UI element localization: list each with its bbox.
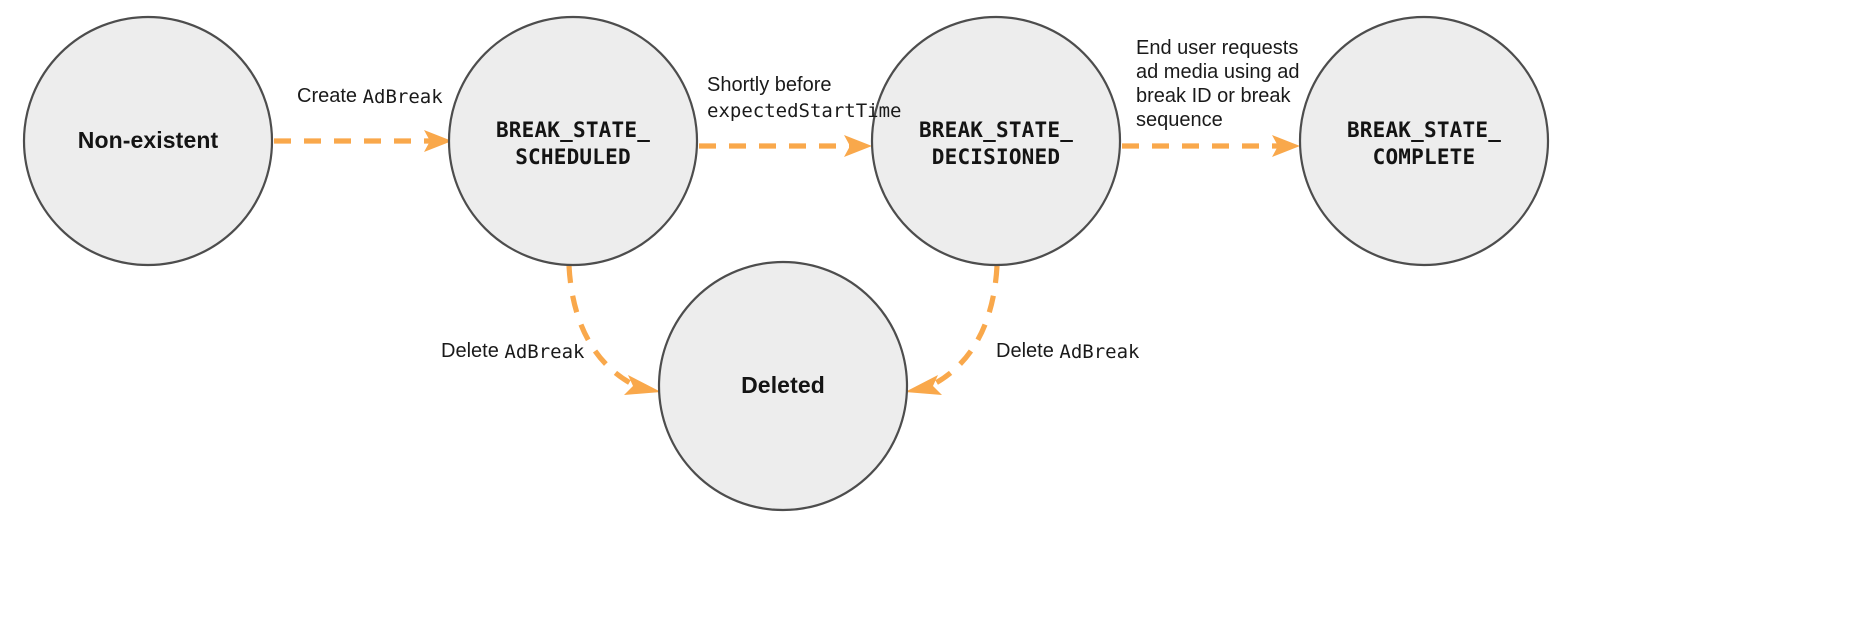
edge-label-create-adbreak-object: AdBreak bbox=[363, 86, 444, 108]
edge-label-delete-from-scheduled-verb: Delete bbox=[441, 340, 504, 362]
node-deleted-label: Deleted bbox=[741, 372, 825, 398]
edge-delete-from-decisioned bbox=[905, 265, 1000, 395]
node-break-state-complete-label-line2: COMPLETE bbox=[1373, 145, 1476, 169]
svg-text:ad media using ad: ad media using ad bbox=[1136, 61, 1299, 83]
node-break-state-scheduled-label-line1: BREAK_STATE_ bbox=[496, 118, 650, 142]
node-non-existent-shape[interactable] bbox=[22, 15, 274, 267]
svg-text:End user requests: End user requests bbox=[1136, 37, 1298, 59]
edge-shortly-before-arrowhead bbox=[844, 135, 872, 157]
edge-delete-from-decisioned-arrowhead bbox=[905, 375, 942, 395]
edge-label-delete-from-decisioned: Delete AdBreak bbox=[996, 340, 1140, 362]
edge-create-adbreak bbox=[274, 130, 452, 152]
node-break-state-scheduled[interactable]: BREAK_STATE_ SCHEDULED bbox=[447, 15, 699, 267]
node-break-state-scheduled-label-line2: SCHEDULED bbox=[515, 145, 631, 169]
node-break-state-complete-label-line1: BREAK_STATE_ bbox=[1347, 118, 1501, 142]
edge-label-create-adbreak: Create AdBreak bbox=[297, 85, 443, 107]
svg-text:break ID or break: break ID or break bbox=[1136, 85, 1292, 107]
edge-label-end-user-requests: End user requests ad media using ad brea… bbox=[1136, 37, 1299, 131]
node-break-state-decisioned-label-line1: BREAK_STATE_ bbox=[919, 118, 1073, 142]
edge-create-adbreak-arrowhead bbox=[424, 130, 452, 152]
edge-label-end-user-requests-line2: ad media using ad bbox=[1136, 61, 1299, 83]
svg-text:sequence: sequence bbox=[1136, 109, 1223, 131]
edge-label-delete-from-decisioned-verb: Delete bbox=[996, 340, 1059, 362]
edge-end-user-requests bbox=[1122, 135, 1300, 157]
node-non-existent[interactable]: Non-existent bbox=[22, 15, 274, 267]
edge-delete-from-scheduled bbox=[566, 265, 661, 395]
node-break-state-decisioned-shape[interactable] bbox=[870, 15, 1122, 267]
node-break-state-complete-shape[interactable] bbox=[1298, 15, 1550, 267]
edge-label-delete-from-decisioned-object: AdBreak bbox=[1059, 341, 1140, 363]
node-deleted[interactable]: Deleted bbox=[657, 260, 909, 512]
edge-label-end-user-requests-line1: End user requests bbox=[1136, 37, 1298, 59]
node-break-state-complete[interactable]: BREAK_STATE_ COMPLETE bbox=[1298, 15, 1550, 267]
svg-text:Delete AdBreak: Delete AdBreak bbox=[996, 340, 1140, 362]
node-deleted-shape[interactable] bbox=[657, 260, 909, 512]
edge-label-shortly-before: Shortly before expectedStartTime bbox=[707, 74, 901, 121]
edge-end-user-requests-arrowhead bbox=[1272, 135, 1300, 157]
svg-text:expectedStartTime: expectedStartTime bbox=[707, 100, 901, 122]
edge-label-end-user-requests-line3: break ID or break bbox=[1136, 85, 1292, 107]
node-break-state-scheduled-shape[interactable] bbox=[447, 15, 699, 267]
edge-delete-from-scheduled-line bbox=[566, 265, 634, 387]
edge-delete-from-scheduled-arrowhead bbox=[624, 375, 661, 395]
edge-delete-from-decisioned-line bbox=[932, 265, 1000, 387]
node-non-existent-label: Non-existent bbox=[78, 127, 219, 153]
edge-label-shortly-before-line1: Shortly before bbox=[707, 74, 832, 96]
edge-label-delete-from-scheduled-object: AdBreak bbox=[504, 341, 585, 363]
edge-label-create-adbreak-verb: Create bbox=[297, 85, 363, 107]
edge-label-shortly-before-line2: expectedStartTime bbox=[707, 100, 901, 122]
node-break-state-decisioned-label-line2: DECISIONED bbox=[932, 145, 1060, 169]
svg-text:Create AdBreak: Create AdBreak bbox=[297, 85, 443, 107]
svg-text:Delete AdBreak: Delete AdBreak bbox=[441, 340, 585, 362]
svg-text:Shortly before: Shortly before bbox=[707, 74, 832, 96]
node-break-state-decisioned[interactable]: BREAK_STATE_ DECISIONED bbox=[870, 15, 1122, 267]
edge-label-delete-from-scheduled: Delete AdBreak bbox=[441, 340, 585, 362]
edge-shortly-before bbox=[699, 135, 872, 157]
edge-label-end-user-requests-line4: sequence bbox=[1136, 109, 1223, 131]
